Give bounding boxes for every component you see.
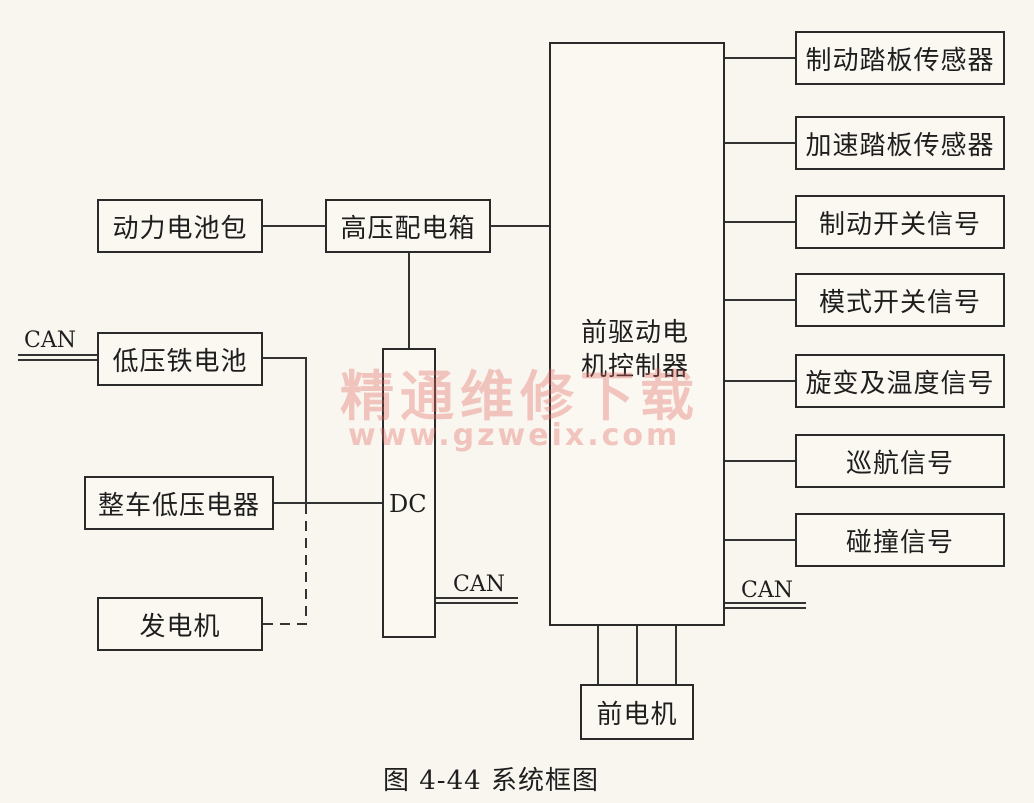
controller-box: [549, 42, 725, 626]
battery-pack-box: 动力电池包: [97, 199, 263, 253]
wire-lvbattery-to-vehicle: [263, 357, 307, 503]
signal-box-mode-switch: 模式开关信号: [795, 273, 1005, 327]
front-motor-box: 前电机: [580, 684, 694, 740]
figure-caption: 图 4-44 系统框图: [383, 766, 599, 796]
signal-label: 旋变及温度信号: [805, 368, 995, 399]
can-label-dc: CAN: [453, 572, 505, 597]
signal-label: 碰撞信号: [845, 527, 954, 558]
controller-label: 前驱动电 机控制器: [581, 316, 689, 384]
vehicle-lv-box: 整车低压电器: [84, 476, 274, 530]
generator-label: 发电机: [139, 611, 221, 642]
wire-generator-dashed: [263, 503, 307, 625]
signal-box-brake-pedal: 制动踏板传感器: [795, 31, 1005, 85]
dc-label: DC: [389, 490, 427, 518]
can-label-left: CAN: [24, 328, 76, 353]
signal-box-collision: 碰撞信号: [795, 513, 1005, 567]
signal-box-brake-switch: 制动开关信号: [795, 195, 1005, 249]
lv-battery-label: 低压铁电池: [112, 346, 248, 377]
signal-label: 巡航信号: [845, 448, 954, 479]
signal-label: 加速踏板传感器: [805, 130, 995, 161]
vehicle-lv-label: 整车低压电器: [97, 490, 260, 521]
signal-box-cruise: 巡航信号: [795, 434, 1005, 488]
hv-distribution-label: 高压配电箱: [340, 213, 476, 244]
lv-battery-box: 低压铁电池: [97, 332, 263, 386]
front-motor-label: 前电机: [596, 699, 678, 730]
signal-label: 模式开关信号: [818, 287, 981, 318]
signal-box-accel-pedal: 加速踏板传感器: [795, 116, 1005, 170]
hv-distribution-box: 高压配电箱: [325, 199, 491, 253]
controller-label-line2: 机控制器: [581, 352, 690, 382]
signal-label: 制动踏板传感器: [805, 45, 995, 76]
controller-label-line1: 前驱动电: [581, 318, 690, 348]
signal-label: 制动开关信号: [818, 209, 981, 240]
watermark-text: 精通维修下载: [340, 364, 700, 428]
watermark-url: www.gzweix.com: [348, 418, 681, 453]
can-label-controller: CAN: [741, 578, 793, 603]
battery-pack-label: 动力电池包: [112, 213, 248, 244]
generator-box: 发电机: [97, 597, 263, 651]
dc-converter-box: [382, 348, 436, 638]
signal-box-resolver-temp: 旋变及温度信号: [795, 354, 1005, 408]
